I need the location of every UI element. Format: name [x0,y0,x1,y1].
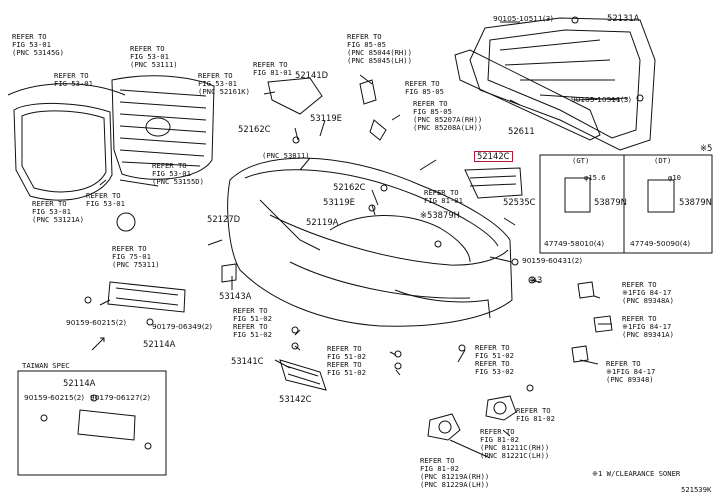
taiwan-part-90179: 90179-06127(2) [90,393,151,402]
ref-fig84-c[interactable]: REFER TO※1FIG 84-17(PNC 89348) [606,359,656,384]
part-53142C: 53142C [279,394,312,404]
ref-fig84-a[interactable]: REFER TO※1FIG 84-17(PNC 89348A) [622,280,674,305]
inset-col2: (DT) [654,156,672,165]
bumper-cover [227,157,513,327]
energy-absorber [454,49,601,141]
inset-dim1: φ15.6 [584,173,606,182]
part-52142C-highlighted[interactable]: 52142C [474,151,513,162]
diagram-id: 521539K [681,485,712,494]
ref-pnc-53811: (PNC 53811) [262,151,310,160]
footer-note: ※1 W/CLEARANCE SONER [592,469,681,478]
part-52119A: 52119A [306,217,339,227]
ref-fig84-b[interactable]: REFER TO※1FIG 84-17(PNC 89341A) [622,314,674,339]
part-90159-60431: 90159-60431(2) [522,256,583,265]
part-47749-50090: 47749-50090(4) [630,239,691,248]
emblem-nut [116,212,136,232]
part-52162C-lower: 52162C [333,182,366,192]
part-52141D: 52141D [295,70,329,80]
part-52131A: 52131A [607,13,640,23]
grille-frame [13,102,113,201]
taiwan-bracket [77,409,136,441]
part-53119E-lower: 53119E [323,197,355,207]
part-90105-10511-bottom: 90105-10511(3) [571,95,632,104]
part-52114A: 52114A [143,339,176,349]
part-53141C: 53141C [231,356,264,366]
note-3: ※3 [530,275,543,285]
part-53143A: 53143A [219,291,252,301]
fog-lamp [427,413,461,441]
lower-grille [279,359,327,391]
part-53879N-left: 53879N [594,197,627,207]
part-53879H: ※53879H [420,210,460,220]
taiwan-part-52114A: 52114A [63,378,96,388]
part-52162C-upper: 52162C [238,124,271,134]
taiwan-spec-label: TAIWAN SPEC [22,361,70,370]
part-52535C: 52535C [503,197,536,207]
inset-col1: (GT) [572,156,590,165]
part-53879N-right: 53879N [679,197,712,207]
part-52611: 52611 [508,126,535,136]
reinforcement-bar [469,17,656,151]
note-5: ※5 [700,143,713,153]
side-bracket [267,77,323,115]
radiator-grille [111,75,215,180]
taiwan-part-90159: 90159-60215(2) [24,393,85,402]
inset-dim2: φ10 [668,173,681,182]
part-52127D: 52127D [207,214,241,224]
part-90179-06349: 90179-06349(2) [152,322,213,331]
retainer [464,167,523,199]
license-bracket [107,281,186,313]
part-47749-58010: 47749-58010(4) [544,239,605,248]
part-53119E-upper: 53119E [310,113,342,123]
part-90159-60215: 90159-60215(2) [66,318,127,327]
part-90105-10511-top: 90105-10511(3) [493,14,554,23]
